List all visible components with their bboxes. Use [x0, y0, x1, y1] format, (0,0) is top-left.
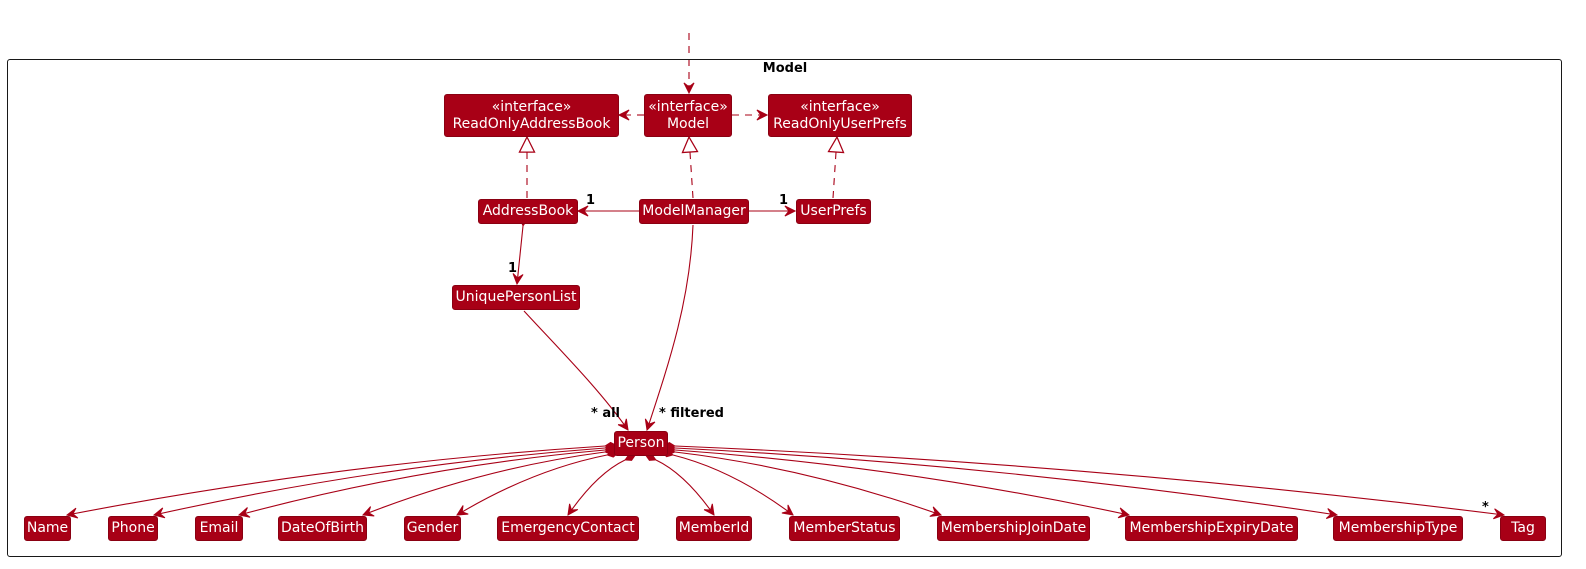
edge-person-composes-emergencycontact [568, 460, 625, 515]
class-name: Model [666, 115, 710, 132]
edge-addressbook-composes-uniquepersonlist [517, 226, 523, 284]
stereotype-label: «interface» [800, 98, 880, 115]
class-name: UserPrefs [800, 203, 867, 219]
edge-person-composes-tag [675, 446, 1504, 515]
class-name: UniquePersonList [455, 289, 577, 305]
class-modelmanager[interactable]: ModelManager [639, 199, 749, 224]
class-name: MembershipExpiryDate [1129, 520, 1294, 536]
class-name: Tag [1511, 520, 1535, 536]
class-name: MembershipType [1338, 520, 1458, 536]
class-name: ModelManager [642, 203, 746, 219]
multiplicity-tag: * [1482, 500, 1489, 515]
class-userprefs[interactable]: UserPrefs [796, 199, 871, 224]
class-person[interactable]: Person [614, 431, 668, 456]
class-name: Person [617, 435, 665, 451]
multiplicity-uniquepersonlist: 1 [508, 261, 518, 276]
class-readonlyuserprefs[interactable]: «interface» ReadOnlyUserPrefs [768, 94, 912, 137]
class-membershipjoindate[interactable]: MembershipJoinDate [937, 516, 1090, 541]
class-dateofbirth[interactable]: DateOfBirth [278, 516, 367, 541]
class-emergencycontact[interactable]: EmergencyContact [497, 516, 639, 541]
class-memberid[interactable]: MemberId [676, 516, 752, 541]
edge-userprefs-realizes [833, 137, 837, 199]
class-name: MemberStatus [793, 520, 896, 536]
multiplicity-addressbook: 1 [586, 193, 596, 208]
class-addressbook[interactable]: AddressBook [478, 199, 578, 224]
class-phone[interactable]: Phone [108, 516, 158, 541]
class-name: Phone [111, 520, 155, 536]
class-name: DateOfBirth [280, 520, 365, 536]
class-name: MembershipJoinDate [940, 520, 1087, 536]
package-title: Model [762, 61, 808, 76]
multiplicity-filtered-persons: * filtered [659, 406, 724, 421]
class-name: Name [26, 520, 69, 536]
multiplicity-all-persons: * all [591, 406, 621, 421]
class-email[interactable]: Email [195, 516, 243, 541]
package-frame-model [7, 59, 1562, 557]
class-name: EmergencyContact [501, 520, 635, 536]
class-name: MemberId [678, 520, 750, 536]
edge-modelmanager-to-person [647, 224, 694, 430]
class-tag[interactable]: Tag [1500, 516, 1546, 541]
stereotype-label: «interface» [491, 98, 572, 115]
edge-uniquepersonlist-to-person [523, 310, 628, 430]
class-membershipexpirydate[interactable]: MembershipExpiryDate [1125, 516, 1298, 541]
class-membershiptype[interactable]: MembershipType [1333, 516, 1463, 541]
class-memberstatus[interactable]: MemberStatus [789, 516, 900, 541]
stereotype-label: «interface» [648, 98, 728, 115]
class-name: Email [199, 520, 239, 536]
class-model-interface[interactable]: «interface» Model [644, 94, 732, 137]
edge-modelmanager-realizes [689, 137, 693, 199]
class-name: AddressBook [482, 203, 574, 219]
class-gender[interactable]: Gender [404, 516, 461, 541]
class-name[interactable]: Name [24, 516, 71, 541]
class-uniquepersonlist[interactable]: UniquePersonList [452, 285, 580, 310]
class-name: ReadOnlyUserPrefs [773, 115, 907, 132]
class-readonlyaddressbook[interactable]: «interface» ReadOnlyAddressBook [444, 94, 619, 137]
multiplicity-userprefs: 1 [779, 193, 789, 208]
class-name: ReadOnlyAddressBook [452, 115, 611, 132]
class-name: Gender [406, 520, 459, 536]
